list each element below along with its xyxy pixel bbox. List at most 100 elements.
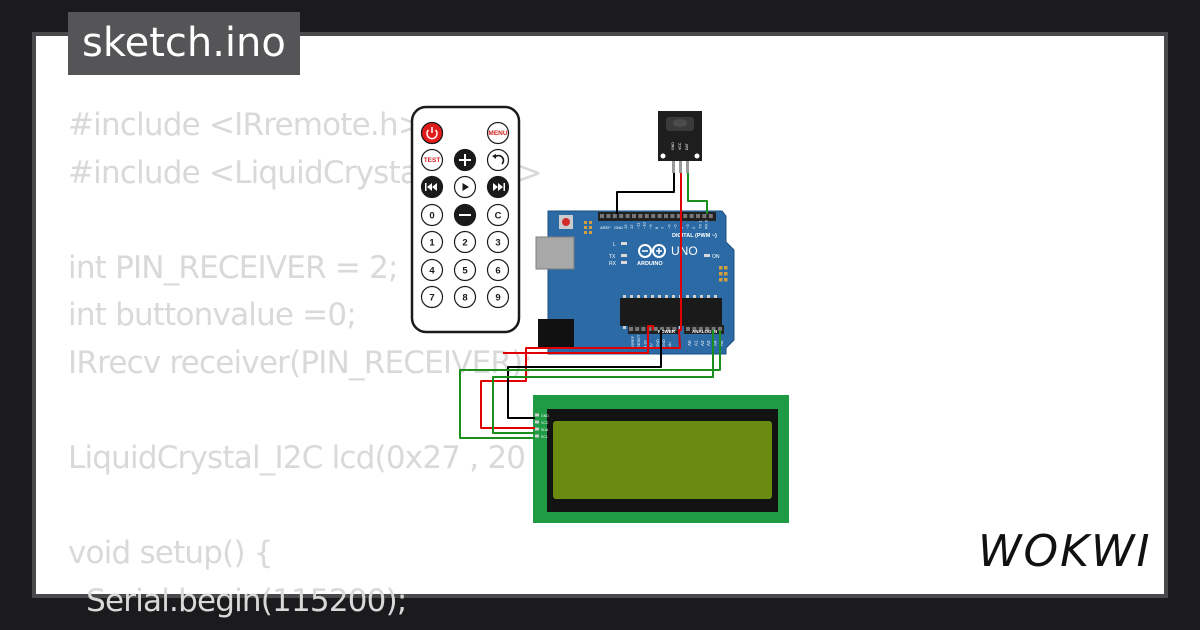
remote-button-8[interactable]: 8: [453, 285, 477, 309]
next-icon[interactable]: [486, 175, 510, 199]
usb-connector: [535, 236, 575, 270]
ir-remote[interactable]: MENU TEST 0 C 1 2 3 4 5 6 7 8 9: [410, 105, 521, 334]
svg-text:TEST: TEST: [424, 157, 441, 164]
power-pin-label: Vin: [667, 342, 672, 348]
remote-button-TEST[interactable]: TEST: [420, 148, 444, 172]
analog-label: ANALOG IN: [692, 329, 717, 334]
l-led-label: L: [613, 242, 616, 248]
wokwi-logo: WOKWI: [978, 526, 1151, 577]
receiver-pin-label: DAT: [685, 142, 689, 150]
wire-ir-dat[interactable]: [687, 173, 708, 214]
wire-5v[interactable]: [480, 173, 682, 429]
logo-text: WOKWI: [978, 526, 1151, 577]
rx-led: [621, 261, 627, 264]
wire-lcd-sda[interactable]: [492, 330, 714, 434]
remote-button-C[interactable]: C: [486, 203, 510, 227]
svg-text:2: 2: [462, 238, 467, 249]
atmega-chip: [620, 298, 722, 326]
arduino-logo-icon: [638, 244, 666, 258]
minus-icon[interactable]: [453, 203, 477, 227]
lcd-screen: [553, 421, 772, 499]
remote-blank-slot[interactable]: [455, 123, 476, 144]
on-led-label: ON: [712, 254, 720, 260]
digital-pin-label: 7: [660, 226, 665, 229]
plus-icon[interactable]: [453, 148, 477, 172]
remote-button-5[interactable]: 5: [453, 258, 477, 282]
receiver-pin: [679, 161, 682, 173]
code-line: #include <IRremote.h>: [68, 107, 424, 143]
power-label: POWER: [658, 329, 676, 334]
on-led: [704, 254, 710, 257]
receiver-pin-label: GND: [671, 142, 675, 150]
lcd-pin-label: VCC: [541, 421, 549, 425]
remote-button-MENU[interactable]: MENU: [486, 121, 510, 145]
svg-text:3: 3: [495, 238, 500, 249]
bottom-pin-holes: [629, 327, 722, 331]
digital-pin-label: 8: [654, 226, 659, 229]
play-icon[interactable]: [453, 175, 477, 199]
svg-text:7: 7: [429, 293, 434, 304]
digital-pin-label: TX 1: [697, 220, 702, 229]
svg-text:MENU: MENU: [488, 130, 507, 137]
analog-pin-label: A3: [706, 340, 711, 346]
back-icon[interactable]: [486, 148, 510, 172]
aref-label: AREF: [600, 225, 611, 230]
mounting-hole-icon: [694, 153, 700, 159]
lcd-pin-label: SDA: [541, 428, 549, 432]
digital-pin-label: ~10: [642, 221, 647, 229]
previous-icon[interactable]: [420, 175, 444, 199]
gnd-label: GND: [614, 225, 623, 230]
lcd-pin-label: SCL: [541, 435, 548, 439]
remote-button-9[interactable]: 9: [486, 285, 510, 309]
l-led: [621, 242, 627, 245]
remote-button-4[interactable]: 4: [420, 258, 444, 282]
remote-button-6[interactable]: 6: [486, 258, 510, 282]
code-line: IRrecv receiver(PIN_RECEIVER);: [68, 344, 533, 381]
remote-button-2[interactable]: 2: [453, 230, 477, 254]
remote-button-7[interactable]: 7: [420, 285, 444, 309]
receiver-pin: [672, 161, 675, 173]
code-line: Serial.begin(115200);: [68, 582, 407, 619]
svg-text:6: 6: [495, 266, 500, 277]
power-pin-label: 5V: [649, 343, 654, 348]
power-jack: [538, 319, 574, 349]
receiver-pin-label: VCC: [678, 142, 682, 150]
power-pin-label: GND: [661, 339, 666, 348]
wire-lcd-scl[interactable]: [459, 330, 721, 439]
digital-pin-label: ~3: [685, 224, 690, 229]
wire-ir-gnd[interactable]: [616, 173, 675, 214]
svg-text:8: 8: [462, 293, 467, 304]
ir-receiver[interactable]: GND VCC DAT: [658, 111, 702, 173]
svg-text:C: C: [495, 211, 502, 222]
icsp-header: [584, 221, 728, 282]
code-line: int PIN_RECEIVER = 2;: [68, 249, 398, 286]
digital-pin-label: 2: [691, 226, 696, 229]
power-pin-label: 3.3V: [642, 339, 647, 348]
analog-pin-label: A5: [719, 340, 724, 346]
receiver-dome: [673, 119, 687, 127]
remote-button-0[interactable]: 0: [420, 203, 444, 227]
digital-pin-label: ~11: [635, 222, 640, 229]
file-name-tab[interactable]: sketch.ino: [68, 12, 300, 75]
svg-text:1: 1: [429, 238, 435, 249]
wire-vcc-branch[interactable]: [503, 325, 654, 354]
remote-button-1[interactable]: 1: [420, 230, 444, 254]
digital-pin-label: 12: [629, 224, 634, 229]
remote-button-3[interactable]: 3: [486, 230, 510, 254]
svg-text:4: 4: [429, 266, 435, 277]
power-icon[interactable]: [420, 121, 444, 145]
lcd-pin-label: GND: [541, 414, 549, 418]
analog-pin-label: A4: [713, 340, 718, 346]
analog-pin-label: A2: [700, 340, 705, 346]
lcd-display[interactable]: GND VCC SDA SCL: [533, 395, 789, 523]
digital-pin-label: ~5: [673, 224, 678, 229]
mounting-hole-icon: [660, 153, 666, 159]
digital-pin-label: ~6: [666, 224, 671, 229]
svg-text:9: 9: [495, 293, 500, 304]
wire-lcd-gnd[interactable]: [507, 330, 662, 419]
reset-button-cap: [562, 218, 570, 226]
tx-led: [621, 254, 627, 257]
